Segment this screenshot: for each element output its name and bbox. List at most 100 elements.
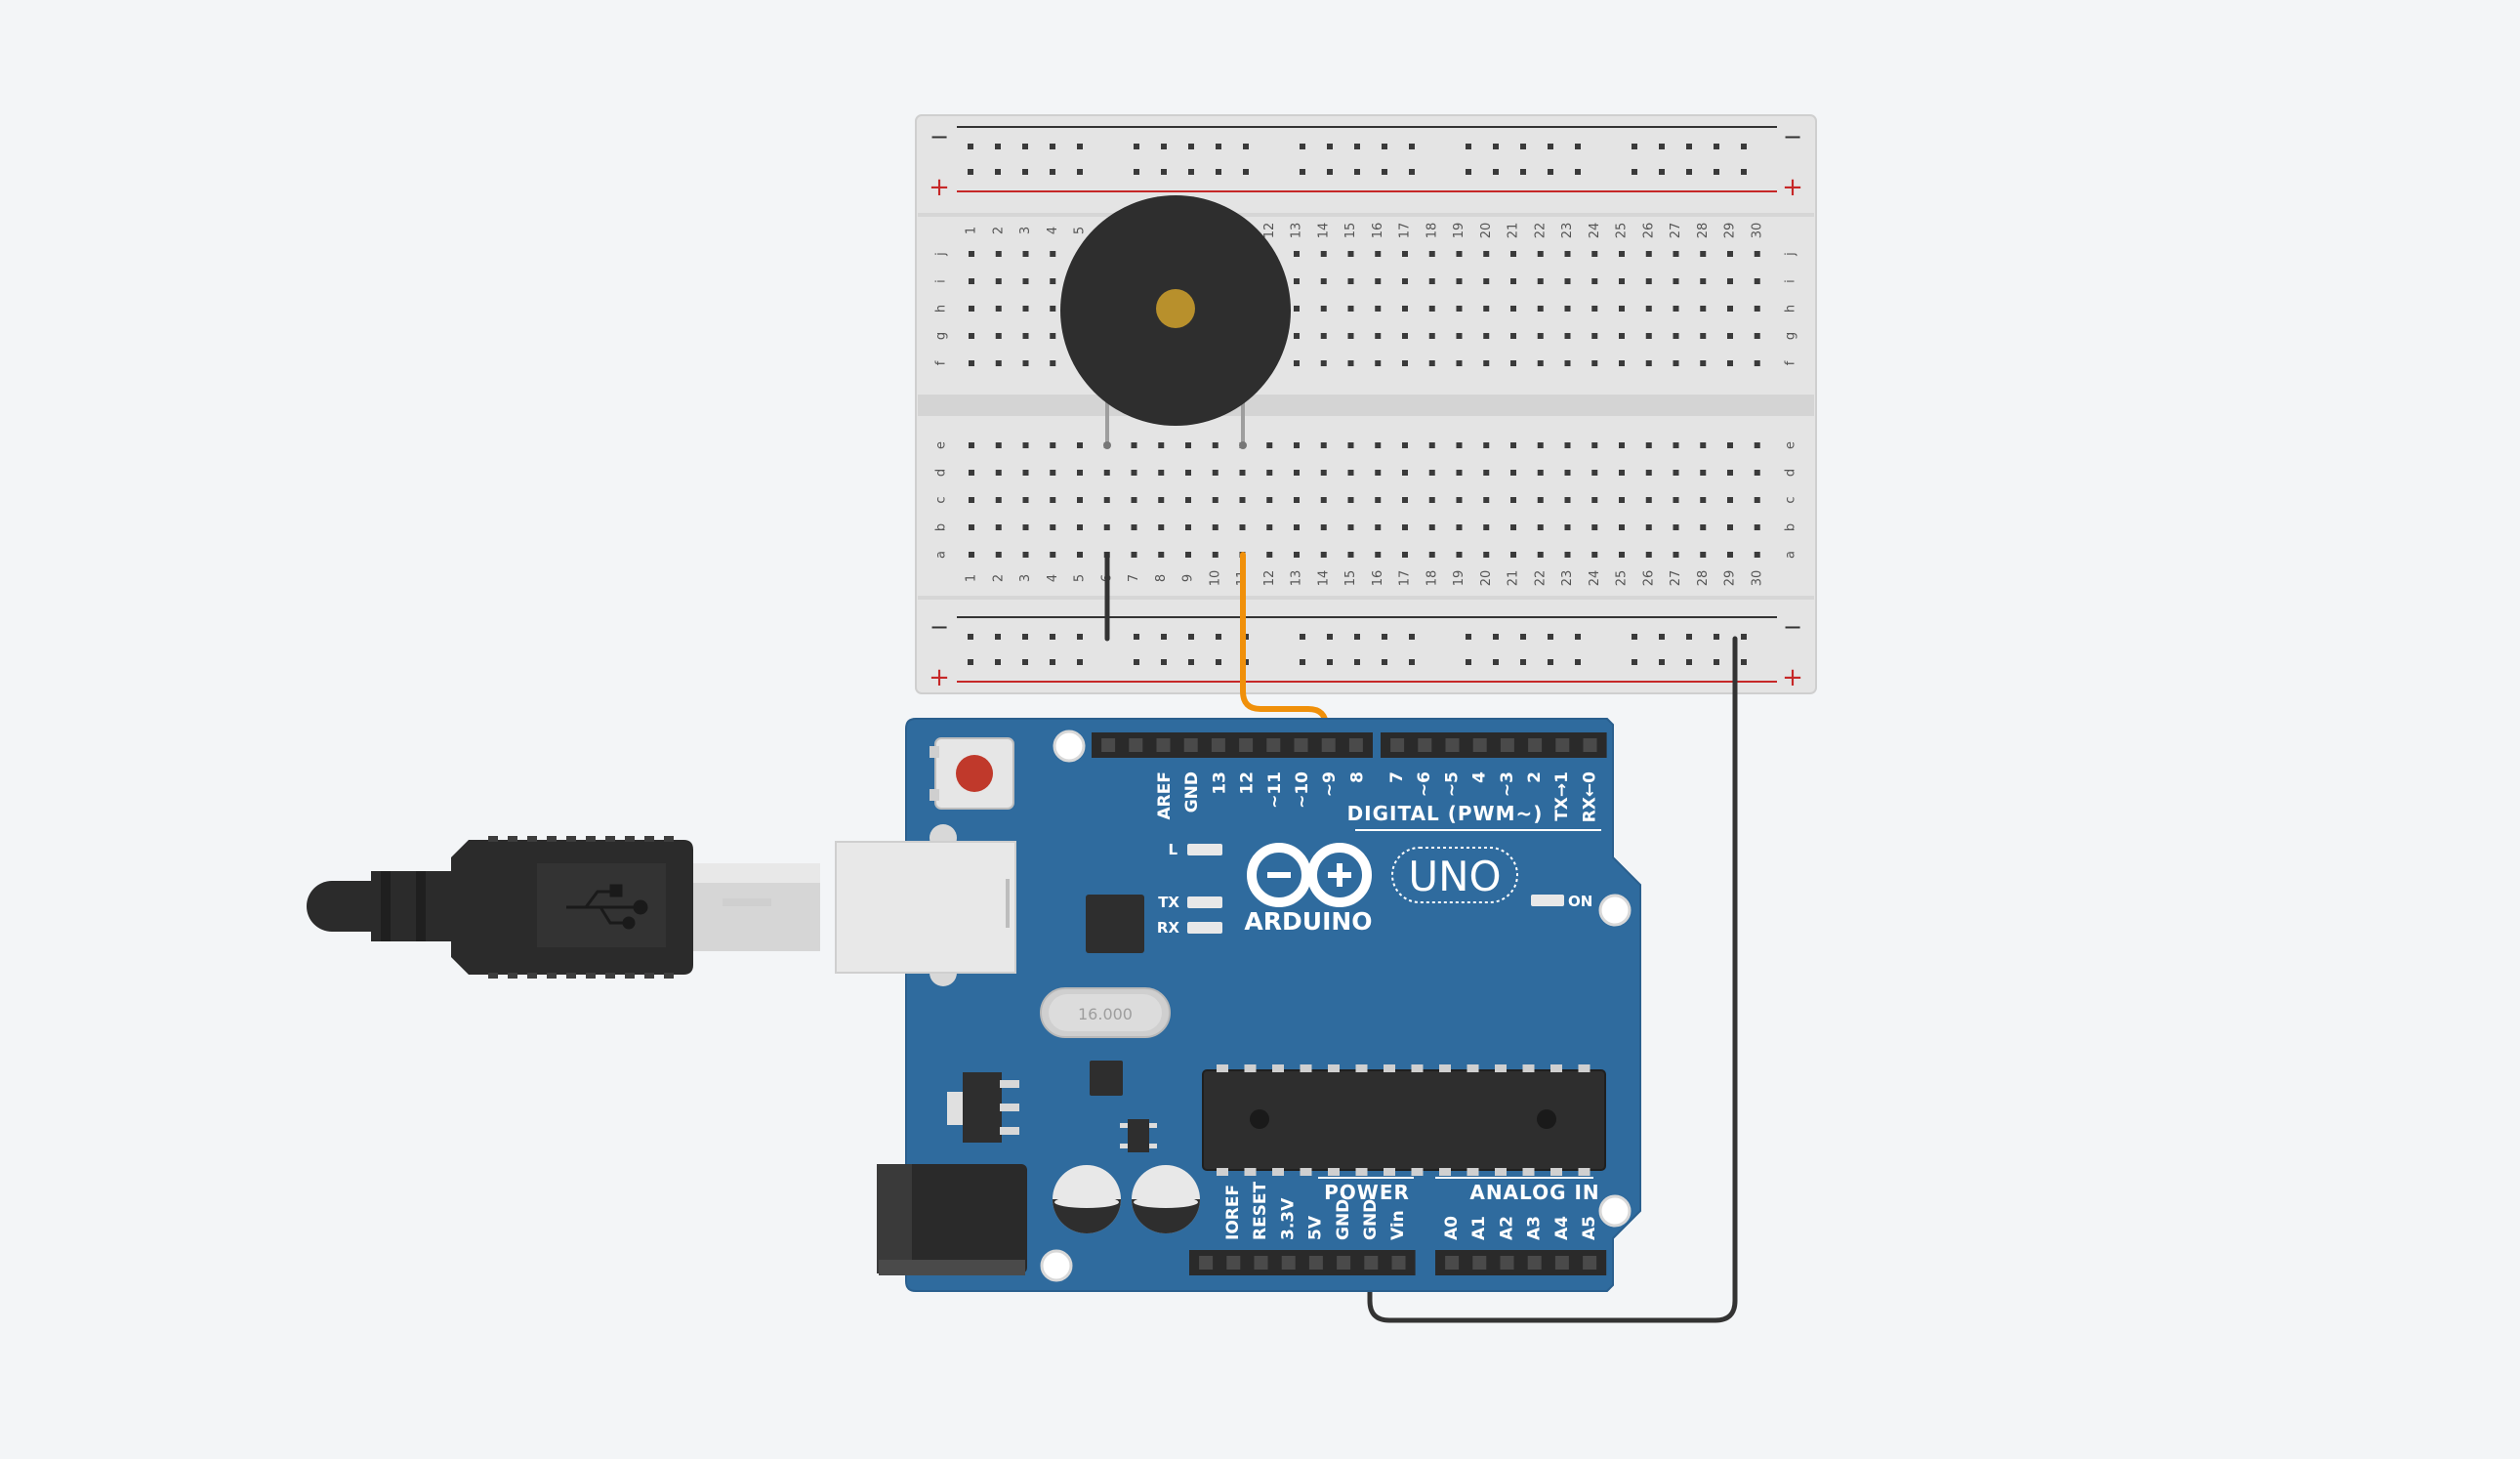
- rail-hole[interactable]: [1188, 169, 1194, 175]
- breadboard-hole[interactable]: [1320, 306, 1327, 312]
- breadboard-hole[interactable]: [1564, 251, 1571, 257]
- rail-hole[interactable]: [1077, 634, 1083, 640]
- breadboard-hole[interactable]: [1294, 360, 1300, 366]
- header-socket[interactable]: [1254, 1256, 1268, 1270]
- breadboard-hole[interactable]: [1727, 306, 1733, 312]
- reset-button[interactable]: [930, 737, 1014, 810]
- breadboard-hole[interactable]: [1294, 251, 1300, 257]
- breadboard-hole[interactable]: [1428, 251, 1435, 257]
- rail-hole[interactable]: [1741, 144, 1747, 149]
- breadboard-hole[interactable]: [1700, 442, 1707, 448]
- header-socket[interactable]: [1183, 738, 1198, 752]
- rail-hole[interactable]: [1188, 659, 1194, 665]
- analog-header[interactable]: [1435, 1250, 1607, 1275]
- breadboard-hole[interactable]: [1619, 497, 1625, 503]
- rail-hole[interactable]: [1300, 144, 1305, 149]
- rail-hole[interactable]: [1300, 169, 1305, 175]
- header-socket[interactable]: [1308, 1256, 1323, 1270]
- breadboard-hole[interactable]: [1375, 251, 1382, 257]
- breadboard-hole[interactable]: [969, 251, 974, 257]
- breadboard-hole[interactable]: [995, 333, 1002, 339]
- breadboard-hole[interactable]: [1022, 360, 1029, 366]
- breadboard-hole[interactable]: [1537, 251, 1544, 257]
- breadboard-hole[interactable]: [1050, 278, 1056, 284]
- breadboard-hole[interactable]: [1510, 524, 1516, 530]
- rail-hole[interactable]: [1659, 144, 1665, 149]
- breadboard-hole[interactable]: [969, 306, 974, 312]
- breadboard-hole[interactable]: [1564, 278, 1571, 284]
- rail-hole[interactable]: [995, 169, 1001, 175]
- breadboard-hole[interactable]: [1727, 278, 1733, 284]
- rail-hole[interactable]: [1659, 659, 1665, 665]
- breadboard-hole[interactable]: [1320, 497, 1327, 503]
- breadboard-hole[interactable]: [1347, 306, 1354, 312]
- breadboard-hole[interactable]: [1320, 470, 1327, 476]
- rail-hole[interactable]: [1520, 144, 1526, 149]
- rail-hole[interactable]: [1409, 659, 1415, 665]
- breadboard-hole[interactable]: [1050, 524, 1056, 530]
- breadboard-hole[interactable]: [1103, 470, 1110, 476]
- rail-hole[interactable]: [1216, 659, 1221, 665]
- breadboard-hole[interactable]: [1077, 552, 1083, 558]
- breadboard-hole[interactable]: [995, 470, 1002, 476]
- digital-header-right[interactable]: [1381, 732, 1607, 758]
- breadboard-hole[interactable]: [1347, 251, 1354, 257]
- breadboard-hole[interactable]: [1510, 442, 1516, 448]
- rail-hole[interactable]: [1354, 169, 1360, 175]
- breadboard-hole[interactable]: [1510, 552, 1516, 558]
- header-socket[interactable]: [1266, 738, 1281, 752]
- breadboard-hole[interactable]: [1347, 333, 1354, 339]
- rail-hole[interactable]: [1686, 659, 1692, 665]
- breadboard-hole[interactable]: [1483, 306, 1490, 312]
- breadboard-hole[interactable]: [1375, 306, 1382, 312]
- rail-hole[interactable]: [1520, 659, 1526, 665]
- breadboard-hole[interactable]: [1483, 278, 1490, 284]
- rail-hole[interactable]: [968, 659, 973, 665]
- rail-hole[interactable]: [1741, 659, 1747, 665]
- breadboard-hole[interactable]: [1564, 333, 1571, 339]
- rail-hole[interactable]: [1659, 169, 1665, 175]
- header-socket[interactable]: [1500, 1256, 1514, 1270]
- breadboard-hole[interactable]: [1185, 470, 1191, 476]
- breadboard-hole[interactable]: [1483, 552, 1490, 558]
- rail-hole[interactable]: [1300, 659, 1305, 665]
- breadboard-hole[interactable]: [995, 497, 1002, 503]
- breadboard-hole[interactable]: [1673, 278, 1679, 284]
- breadboard-hole[interactable]: [1754, 333, 1760, 339]
- rail-hole[interactable]: [1022, 634, 1028, 640]
- rail-hole[interactable]: [1077, 169, 1083, 175]
- header-socket[interactable]: [1583, 1256, 1597, 1270]
- breadboard-hole[interactable]: [1754, 360, 1760, 366]
- digital-header-left[interactable]: [1092, 732, 1373, 758]
- header-socket[interactable]: [1226, 1256, 1241, 1270]
- rail-hole[interactable]: [1022, 144, 1028, 149]
- breadboard-hole[interactable]: [995, 360, 1002, 366]
- breadboard-hole[interactable]: [1239, 497, 1246, 503]
- breadboard-hole[interactable]: [995, 552, 1002, 558]
- breadboard-hole[interactable]: [1673, 306, 1679, 312]
- breadboard-hole[interactable]: [1022, 497, 1029, 503]
- rail-hole[interactable]: [1050, 169, 1055, 175]
- breadboard-hole[interactable]: [1645, 306, 1652, 312]
- breadboard-hole[interactable]: [1402, 333, 1408, 339]
- breadboard-hole[interactable]: [1077, 524, 1083, 530]
- breadboard-hole[interactable]: [1050, 552, 1056, 558]
- breadboard-hole[interactable]: [1402, 470, 1408, 476]
- breadboard-hole[interactable]: [1483, 497, 1490, 503]
- breadboard-hole[interactable]: [1727, 470, 1733, 476]
- rail-hole[interactable]: [1216, 144, 1221, 149]
- breadboard-hole[interactable]: [1239, 524, 1246, 530]
- breadboard-hole[interactable]: [1619, 524, 1625, 530]
- breadboard-hole[interactable]: [1022, 278, 1029, 284]
- breadboard-hole[interactable]: [1591, 333, 1598, 339]
- breadboard-hole[interactable]: [1754, 251, 1760, 257]
- breadboard-hole[interactable]: [1564, 497, 1571, 503]
- breadboard-hole[interactable]: [1727, 552, 1733, 558]
- header-socket[interactable]: [1294, 738, 1308, 752]
- breadboard-hole[interactable]: [1537, 470, 1544, 476]
- breadboard-hole[interactable]: [1564, 360, 1571, 366]
- breadboard-hole[interactable]: [1294, 333, 1300, 339]
- breadboard-hole[interactable]: [1050, 442, 1056, 448]
- breadboard-hole[interactable]: [1619, 333, 1625, 339]
- breadboard-hole[interactable]: [1700, 251, 1707, 257]
